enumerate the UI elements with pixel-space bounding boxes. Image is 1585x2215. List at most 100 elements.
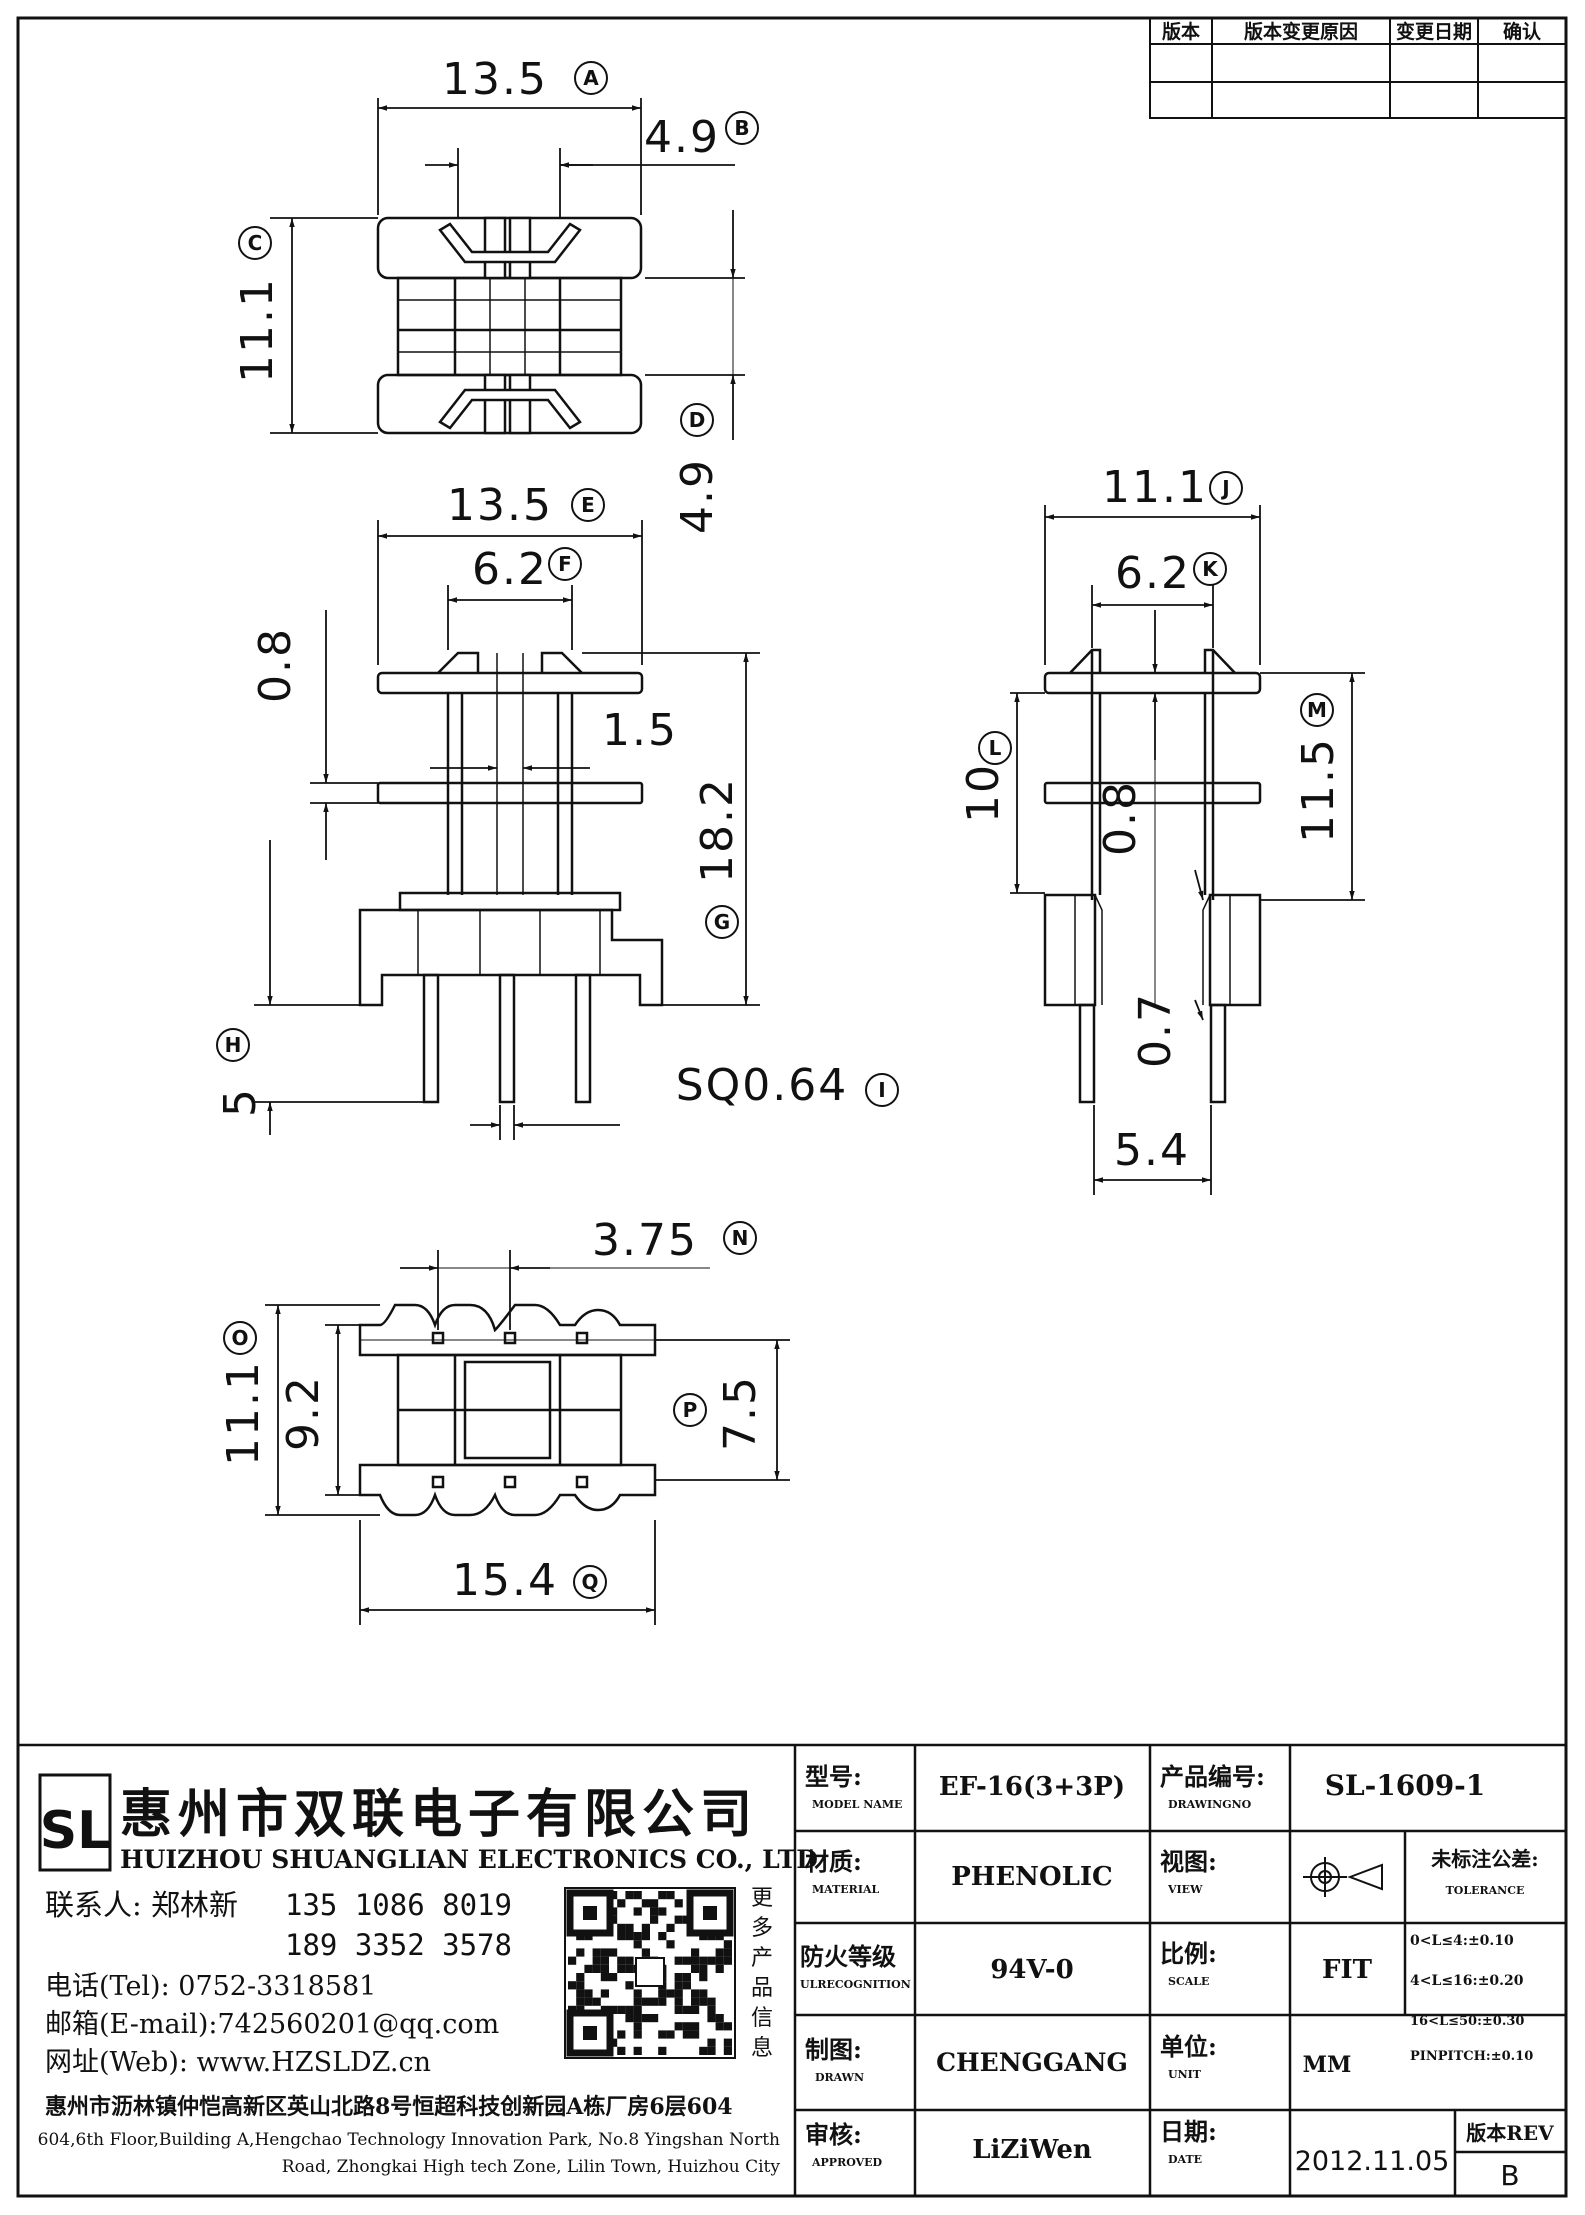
qr-module — [715, 2022, 724, 2031]
qr-caption-char: 品 — [751, 1976, 773, 2001]
qr-module — [707, 2014, 716, 2023]
qr-module — [609, 1973, 618, 1982]
dim-k-value: 6.2 — [1115, 548, 1191, 599]
qr-module — [682, 1981, 691, 1990]
revision-label: 版本REV — [1466, 2121, 1554, 2145]
qr-module — [617, 1923, 626, 1932]
revision-header-date: 变更日期 — [1396, 20, 1472, 43]
qr-module — [658, 1932, 667, 1941]
address-en-2: Road, Zhongkai High tech Zone, Lilin Tow… — [282, 2157, 781, 2177]
dim-d-value: 4.9 — [672, 458, 723, 534]
qr-module — [658, 1989, 667, 1998]
qr-module — [707, 1997, 716, 2006]
marker-g: G — [714, 910, 730, 934]
qr-module — [633, 1907, 642, 1916]
qr-module — [576, 1997, 585, 2006]
qr-module — [600, 1956, 609, 1965]
qr-module — [633, 1989, 642, 1998]
qr-module — [617, 1964, 626, 1973]
qr-module — [658, 1907, 667, 1916]
drawing-no-label: 产品编号: — [1160, 1762, 1265, 1791]
title-block-grid — [18, 1743, 1566, 2196]
drawn-label: 制图: — [805, 2035, 862, 2064]
qr-module — [650, 1899, 659, 1908]
qr-module — [625, 1923, 634, 1932]
fire-rating-label: 防火等级 — [800, 1942, 896, 1971]
scale-value: FIT — [1322, 1955, 1373, 1985]
date-value: 2012.11.05 — [1295, 2146, 1450, 2177]
phone-2: 189 3352 3578 — [285, 1928, 512, 1962]
marker-d: D — [689, 408, 706, 432]
dim-pin-span-value: 5.4 — [1114, 1125, 1190, 1176]
marker-p: P — [683, 1398, 698, 1422]
qr-module — [592, 1997, 601, 2006]
dim-side-wall-value: 0.8 — [1095, 780, 1146, 856]
material-label: 材质: — [805, 1847, 862, 1876]
dim-e-value: 13.5 — [447, 480, 553, 531]
qr-module — [691, 2030, 700, 2039]
qr-module — [699, 2046, 708, 2055]
qr-module — [715, 1948, 724, 1957]
side-view-dimensions — [1010, 505, 1365, 1195]
dim-slot-value: 1.5 — [602, 705, 678, 756]
qr-module — [723, 1956, 732, 1965]
qr-caption-char: 产 — [751, 1946, 773, 1971]
qr-caption-char: 息 — [751, 2036, 773, 2061]
approved-label: 审核: — [805, 2120, 862, 2149]
view-label: 视图: — [1160, 1847, 1217, 1876]
qr-module — [691, 1997, 700, 2006]
phone-1: 135 1086 8019 — [285, 1888, 512, 1922]
qr-module — [723, 1948, 732, 1957]
qr-module — [658, 2046, 667, 2055]
qr-module — [576, 1973, 585, 1982]
qr-module — [625, 1964, 634, 1973]
qr-module — [650, 1907, 659, 1916]
qr-caption: 更 多 产 品 信 息 — [751, 1886, 773, 2061]
tolerance-label: 未标注公差: — [1431, 1847, 1538, 1871]
tolerance-row-1: 0<L≤4:±0.10 — [1410, 1933, 1514, 1949]
qr-module — [691, 1964, 700, 1973]
marker-m: M — [1307, 698, 1327, 722]
contact-person: 联系人: 郑林新 — [45, 1888, 238, 1922]
model-label-en: MODEL NAME — [812, 1798, 902, 1811]
tolerance-row-3: 16<L≤50:±0.30 — [1410, 2014, 1524, 2029]
qr-module — [633, 1997, 642, 2006]
qr-module — [641, 1997, 650, 2006]
marker-q: Q — [581, 1570, 598, 1594]
company-name-en: HUIZHOU SHUANGLIAN ELECTRONICS CO., LTD — [120, 1845, 818, 1874]
qr-module — [666, 2030, 675, 2039]
company-logo: SL — [38, 1773, 112, 1872]
qr-module — [682, 2005, 691, 2014]
drawing-no-label-en: DRAWINGNO — [1168, 1798, 1252, 1811]
dim-m-value: 11.5 — [1293, 737, 1344, 843]
qr-module — [633, 2005, 642, 2014]
fire-rating-value: 94V-0 — [990, 1955, 1073, 1985]
qr-module — [658, 2030, 667, 2039]
qr-module — [576, 1989, 585, 1998]
qr-module — [707, 2005, 716, 2014]
dim-g-value: 18.2 — [692, 777, 743, 883]
dim-n-value: 3.75 — [592, 1215, 698, 1266]
qr-module — [674, 1981, 683, 1990]
dim-h-value: 5 — [215, 1087, 266, 1117]
qr-module — [658, 1997, 667, 2006]
dimension-marker-letters: A B C D E F G H I J K L M N O P Q — [225, 66, 1327, 1594]
qr-module — [568, 1956, 577, 1965]
qr-module — [641, 1899, 650, 1908]
model-value: EF-16(3+3P) — [939, 1772, 1125, 1802]
marker-e: E — [581, 493, 595, 517]
front-view — [358, 651, 664, 1104]
qr-module — [576, 1981, 585, 1990]
qr-module — [699, 1956, 708, 1965]
date-label-en: DATE — [1168, 2153, 1202, 2166]
unit-value: MM — [1303, 2052, 1352, 2078]
dim-o-value: 11.1 — [218, 1360, 269, 1466]
qr-module — [723, 1940, 732, 1949]
qr-module — [682, 1973, 691, 1982]
material-label-en: MATERIAL — [812, 1883, 880, 1896]
qr-module — [666, 1989, 675, 1998]
qr-module — [650, 1997, 659, 2006]
marker-h: H — [225, 1033, 242, 1057]
dim-flange-value: 0.8 — [250, 627, 301, 703]
qr-module — [568, 1981, 577, 1990]
